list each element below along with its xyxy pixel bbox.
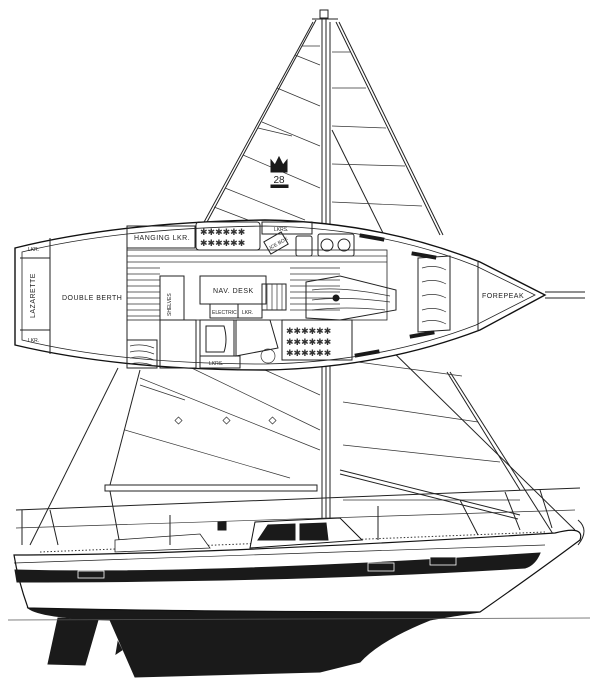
cabin-window [299, 522, 329, 541]
portlight [77, 570, 105, 579]
svg-text:✱✱✱✱✱✱: ✱✱✱✱✱✱ [286, 348, 331, 358]
hull-plan-outline [14, 219, 547, 371]
lkr-aft-bottom-label: LKR. [28, 338, 39, 344]
chain-locker [417, 255, 451, 333]
svg-text:✱✱✱✱✱✱: ✱✱✱✱✱✱ [286, 337, 331, 347]
lkr-aft-top-label: LKR. [28, 247, 39, 253]
burner-icon [320, 238, 334, 252]
hull-profile [7, 487, 591, 678]
jib-sail [331, 21, 444, 236]
hanging-closet [159, 319, 197, 369]
boom [104, 484, 318, 492]
interior-layout: LKR. LKR. LAZARETTE DOUBLE BERTH HANGING… [14, 219, 585, 371]
lazarette-label: LAZARETTE [30, 273, 37, 318]
keel [109, 619, 431, 678]
settee-bottom [281, 319, 353, 361]
portlight [429, 556, 457, 566]
crown-logo: 28 [270, 155, 289, 188]
lifelines [15, 487, 585, 546]
toilet-icon [205, 325, 227, 353]
shower [235, 319, 279, 357]
lkrs-bottom-label: LKRS. [209, 361, 223, 367]
electric-label: ELECTRIC [212, 310, 237, 316]
sail-plan: 28 [29, 9, 576, 546]
dinette-table [305, 275, 397, 321]
winch-icon [217, 521, 227, 531]
lower-sails [29, 299, 576, 546]
nav-desk-label: NAV. DESK [213, 288, 254, 295]
cabin-window [257, 523, 296, 541]
bow-roller [577, 519, 585, 546]
shower-drain-icon [260, 348, 276, 364]
lkrs-top-label: LKRS. [274, 227, 288, 233]
hanging-lkr-label: HANGING LKR. [134, 235, 190, 242]
masthead-icon [319, 9, 329, 19]
burner-icon [337, 238, 351, 252]
rudder [47, 617, 99, 666]
wood-block [126, 339, 158, 369]
svg-text:✱✱✱✱✱✱: ✱✱✱✱✱✱ [286, 326, 331, 336]
crown-icon [270, 155, 288, 173]
waterline [7, 617, 591, 621]
ice-box [263, 231, 289, 255]
reef-points [174, 416, 277, 425]
svg-text:✱✱✱✱✱✱: ✱✱✱✱✱✱ [200, 238, 245, 248]
propeller-icon [115, 640, 123, 656]
mainsail [196, 19, 321, 236]
sheer-stripe [14, 552, 541, 583]
portlight [367, 562, 395, 572]
double-berth-label: DOUBLE BERTH [62, 295, 122, 302]
forepeak-label: FOREPEAK [482, 293, 524, 300]
mast-step-icon [332, 294, 340, 302]
svg-text:✱✱✱✱✱✱: ✱✱✱✱✱✱ [200, 227, 245, 237]
companionway-steps [261, 283, 287, 311]
shelves-label: SHELVES [167, 293, 173, 316]
model-number: 28 [273, 175, 285, 186]
lkr-mid-label: LKR. [242, 310, 253, 316]
